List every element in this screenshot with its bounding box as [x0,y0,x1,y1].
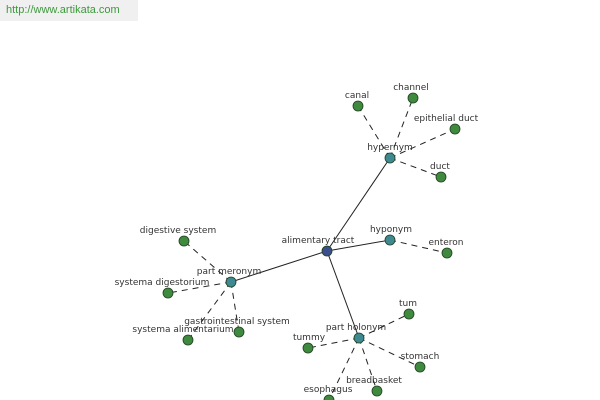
node-duct[interactable] [435,171,447,183]
label-duct: duct [430,162,450,172]
node-part-holonym[interactable] [353,332,365,344]
node-hypernym[interactable] [384,152,396,164]
node-enteron[interactable] [441,247,453,259]
edge-part-holonym-tummy [307,337,360,349]
node-breadbasket[interactable] [371,385,383,397]
edge-part-holonym-breadbasket [358,337,378,392]
edge-hypernym-duct [389,157,442,178]
label-systema-digestorium: systema digestorium [115,278,210,288]
node-gastrointestinal-system[interactable] [233,326,245,338]
node-part-meronym[interactable] [225,276,237,288]
url-link[interactable]: http://www.artikata.com [6,4,120,16]
edge-root-part-meronym [230,250,328,283]
node-systema-alimentarium[interactable] [182,334,194,346]
node-systema-digestorium[interactable] [162,287,174,299]
edge-part-holonym-tum [358,313,410,339]
label-breadbasket: breadbasket [346,376,402,386]
label-epithelial-duct: epithelial duct [414,114,479,124]
edge-part-holonym-esophagus [328,337,360,400]
edge-root-part-holonym [326,250,360,339]
edge-part-holonym-stomach [358,337,421,368]
edge-hypernym-epithelial-duct [389,128,456,159]
label-hypernym: hypernym [367,143,413,153]
node-tum[interactable] [403,308,415,320]
label-enteron: enteron [428,238,463,248]
node-alimentary-tract[interactable] [321,245,333,257]
label-systema-alimentarium: systema alimentarium [132,325,233,335]
node-canal[interactable] [352,100,364,112]
edge-part-meronym-systema-alimentarium [187,281,232,341]
node-stomach[interactable] [414,361,426,373]
label-gastrointestinal-system: gastrointestinal system [184,317,290,327]
edge-hyponym-enteron [389,239,448,254]
graph-edges [167,97,456,400]
node-hyponym[interactable] [384,234,396,246]
edge-part-meronym-gastrointestinal-system [230,281,240,333]
label-part-meronym: part meronym [197,267,261,277]
node-esophagus[interactable] [323,394,335,400]
edge-root-hypernym [326,157,391,252]
label-stomach: stomach [401,352,440,362]
node-epithelial-duct[interactable] [449,123,461,135]
label-tum: tum [399,299,417,309]
graph-labels: alimentary tract hypernym canal channel epit… [115,83,479,395]
label-digestive-system: digestive system [140,226,216,236]
label-alimentary-tract: alimentary tract [282,236,355,246]
graph-nodes [162,92,461,400]
url-bar: http://www.artikata.com [0,0,138,21]
node-tummy[interactable] [302,342,314,354]
node-channel[interactable] [407,92,419,104]
label-channel: channel [393,83,429,93]
label-tummy: tummy [293,333,326,343]
label-hyponym: hyponym [370,225,412,235]
label-canal: canal [345,91,369,101]
label-esophagus: esophagus [304,385,353,395]
label-part-holonym: part holonym [326,323,386,333]
node-digestive-system[interactable] [178,235,190,247]
edge-root-hyponym [326,239,391,252]
